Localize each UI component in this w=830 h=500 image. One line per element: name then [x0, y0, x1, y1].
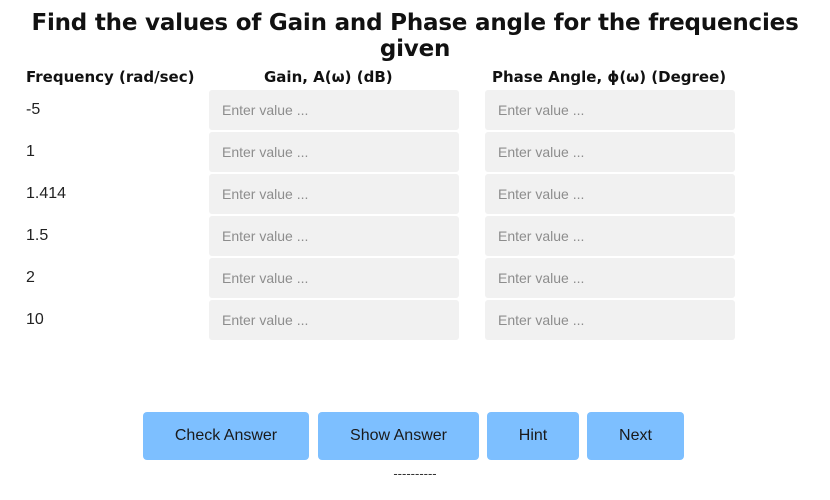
phase-column-header: Phase Angle, ϕ(ω) (Degree) — [492, 68, 727, 86]
gain-column-header: Gain, A(ω) (dB) — [264, 68, 393, 86]
phase-input[interactable] — [485, 216, 735, 256]
phase-input[interactable] — [485, 174, 735, 214]
gain-input[interactable] — [209, 132, 459, 172]
show-answer-button[interactable]: Show Answer — [318, 412, 479, 460]
gain-input[interactable] — [209, 216, 459, 256]
frequency-value: 1.414 — [26, 185, 67, 202]
phase-input[interactable] — [485, 90, 735, 130]
frequency-column-header: Frequency (rad/sec) — [26, 68, 195, 86]
gain-input[interactable] — [209, 174, 459, 214]
table-row: -5 — [0, 90, 830, 132]
gain-input[interactable] — [209, 90, 459, 130]
frequency-value: 2 — [26, 269, 35, 286]
table-row: 1 — [0, 132, 830, 174]
next-button[interactable]: Next — [587, 412, 684, 460]
gain-input[interactable] — [209, 258, 459, 298]
phase-input[interactable] — [485, 300, 735, 340]
table-row: 1.414 — [0, 174, 830, 216]
check-answer-button[interactable]: Check Answer — [143, 412, 309, 460]
frequency-value: 1 — [26, 143, 35, 160]
footer-divider: ---------- — [393, 466, 437, 481]
table-row: 1.5 — [0, 216, 830, 258]
frequency-value: -5 — [26, 101, 41, 118]
page-title: Find the values of Gain and Phase angle … — [31, 10, 799, 62]
table-row: 10 — [0, 300, 830, 342]
frequency-value: 1.5 — [26, 227, 49, 244]
hint-button[interactable]: Hint — [487, 412, 579, 460]
answer-table: -5 1 1.414 1.5 2 10 — [0, 90, 830, 342]
gain-input[interactable] — [209, 300, 459, 340]
frequency-value: 10 — [26, 311, 44, 328]
table-row: 2 — [0, 258, 830, 300]
phase-input[interactable] — [485, 258, 735, 298]
phase-input[interactable] — [485, 132, 735, 172]
